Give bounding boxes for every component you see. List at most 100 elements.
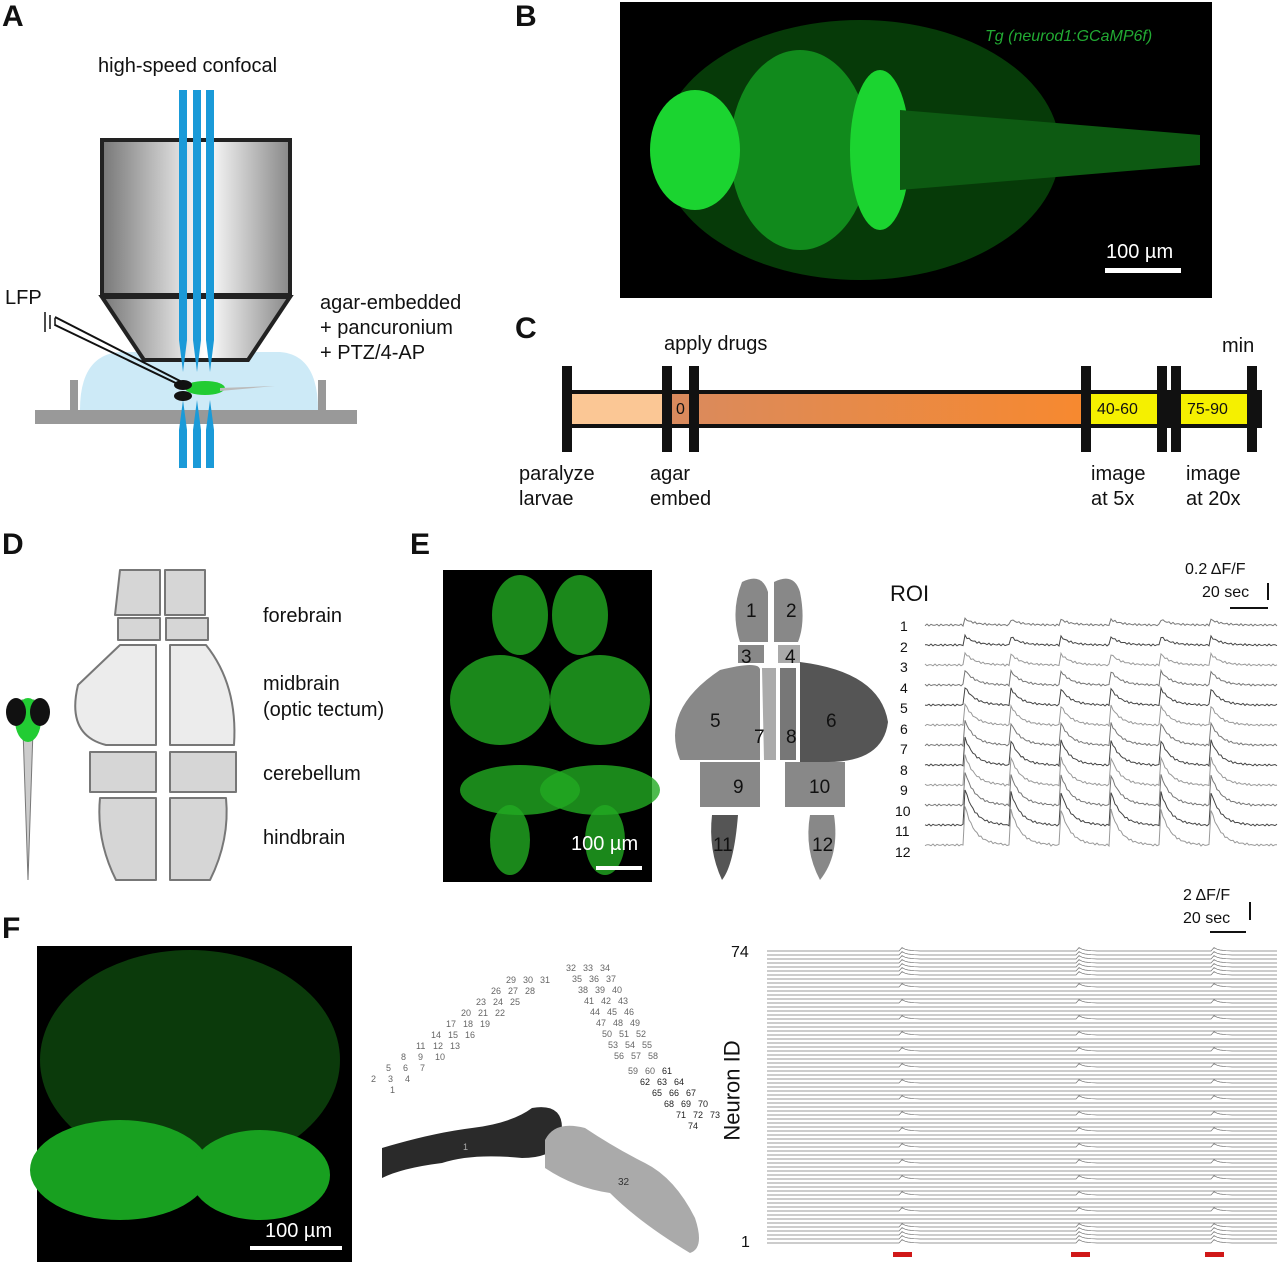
brain-region-cerebellum — [169, 751, 237, 793]
electrode — [54, 316, 183, 383]
roi-trace-label: 4 — [900, 679, 908, 696]
neuron-trace — [767, 1015, 1277, 1020]
panel-d-letter: D — [2, 528, 24, 561]
neuropil-right — [190, 1130, 330, 1220]
neuron-trace — [767, 1127, 1277, 1132]
neuron-label: 39 — [595, 985, 606, 995]
brain-region-forebrain — [165, 617, 209, 641]
neuron-label: 13 — [450, 1041, 461, 1051]
electrode — [54, 324, 183, 387]
neuron-label: 66 — [669, 1088, 680, 1098]
step-line: image — [1091, 463, 1146, 485]
condition-1: agar-embedded — [320, 292, 462, 314]
roi-map-label: 10 — [809, 777, 831, 798]
roi-map-label: 4 — [785, 647, 796, 668]
larva-body — [185, 381, 225, 395]
panel-b-letter: B — [515, 0, 537, 33]
region-cerebellum: cerebellum — [263, 763, 361, 785]
step-line: at 20x — [1186, 488, 1241, 510]
fluorescence-region — [490, 805, 530, 875]
roi-shape-12 — [808, 815, 836, 880]
neuron-label: 57 — [631, 1051, 642, 1061]
e-scale-y: 0.2 ΔF/F — [1185, 561, 1246, 578]
neuron-label: 10 — [435, 1052, 446, 1062]
neuron-trace — [767, 1175, 1277, 1180]
roi-shape-2 — [774, 578, 803, 642]
neuron-label: 74 — [688, 1121, 699, 1131]
step-line: at 5x — [1091, 488, 1135, 510]
neuron-trace — [767, 1159, 1277, 1164]
scale-bar-f — [250, 1246, 342, 1250]
neuron-trace — [767, 1239, 1277, 1244]
neuron-trace — [767, 959, 1277, 964]
brain-region-midbrain — [74, 644, 157, 746]
neuron-label: 9 — [418, 1052, 424, 1062]
neuron-trace — [767, 955, 1277, 960]
neuron-label: 16 — [465, 1030, 476, 1040]
neuron-label: 30 — [523, 975, 534, 985]
roi-trace — [924, 685, 1278, 707]
larva-tail — [220, 386, 275, 391]
neuron-label: 69 — [681, 1099, 692, 1109]
roi-trace-label: 9 — [900, 782, 908, 798]
roi-trace-label: 10 — [895, 802, 911, 819]
window-5x: 40-60 — [1097, 401, 1138, 418]
neuron-label: 45 — [607, 1007, 618, 1017]
scale-bar-b — [1105, 268, 1181, 273]
roi-trace-label: 7 — [900, 741, 908, 757]
larva-eye — [174, 380, 192, 390]
neuron-label: 49 — [630, 1018, 641, 1028]
neuron-label: 43 — [618, 996, 629, 1006]
roi-trace-label: 8 — [900, 761, 908, 778]
roi-map-label: 6 — [826, 711, 837, 732]
neuron-label: 15 — [448, 1030, 459, 1040]
larva-eye — [174, 391, 192, 401]
roi-trace — [924, 736, 1278, 768]
cerebellum-b — [850, 70, 910, 230]
roi-shape-9 — [700, 762, 760, 807]
neuron-label: 31 — [540, 975, 551, 985]
roi-trace — [924, 754, 1278, 787]
roi-shape-11 — [711, 815, 738, 880]
condition-2: + pancuronium — [320, 317, 453, 339]
ground-icon — [44, 312, 56, 332]
roi-trace — [924, 772, 1278, 808]
dish-wall-right — [318, 380, 326, 412]
fish-eye — [6, 698, 26, 726]
neuron-trace — [767, 1063, 1277, 1068]
neuron-label: 56 — [614, 1051, 625, 1061]
fish-eye — [30, 698, 50, 726]
neuron-trace — [767, 967, 1277, 972]
roi-shape-10 — [785, 762, 845, 807]
time-zero: 0 — [676, 401, 685, 418]
neuron-trace — [767, 1031, 1277, 1036]
roi-map-label: 9 — [733, 777, 744, 798]
fluorescence-region — [450, 655, 550, 745]
brain-region-midbrain — [169, 644, 236, 746]
neuron-label: 40 — [612, 985, 623, 995]
neuron-label: 58 — [648, 1051, 659, 1061]
condition-3: + PTZ/4-AP — [320, 342, 426, 364]
laser-beam — [179, 90, 187, 468]
neuron-label: 19 — [480, 1019, 491, 1029]
neuron-trace — [767, 951, 1277, 956]
neuron-trace — [767, 971, 1277, 976]
e-scale-x: 20 sec — [1202, 584, 1250, 601]
neuron-label: 62 — [640, 1077, 651, 1087]
microscope-label: high-speed confocal — [98, 55, 278, 77]
event-marker — [893, 1252, 912, 1257]
brain-region-forebrain — [114, 569, 161, 616]
neuron-trace — [767, 1095, 1277, 1100]
neuron-label: 48 — [613, 1018, 624, 1028]
brain-region-hindbrain — [98, 797, 157, 881]
roi-shape-8 — [780, 668, 796, 760]
roi-trace-label: 3 — [900, 659, 908, 675]
neuron-label: 36 — [589, 974, 600, 984]
scale-bar-e — [596, 866, 642, 870]
f-scale-y: 2 ΔF/F — [1183, 887, 1231, 904]
neuron-label: 26 — [491, 986, 502, 996]
neuron-label: 11 — [416, 1041, 426, 1051]
neuron-label: 68 — [664, 1099, 675, 1109]
region-shape-32 — [545, 1125, 699, 1253]
